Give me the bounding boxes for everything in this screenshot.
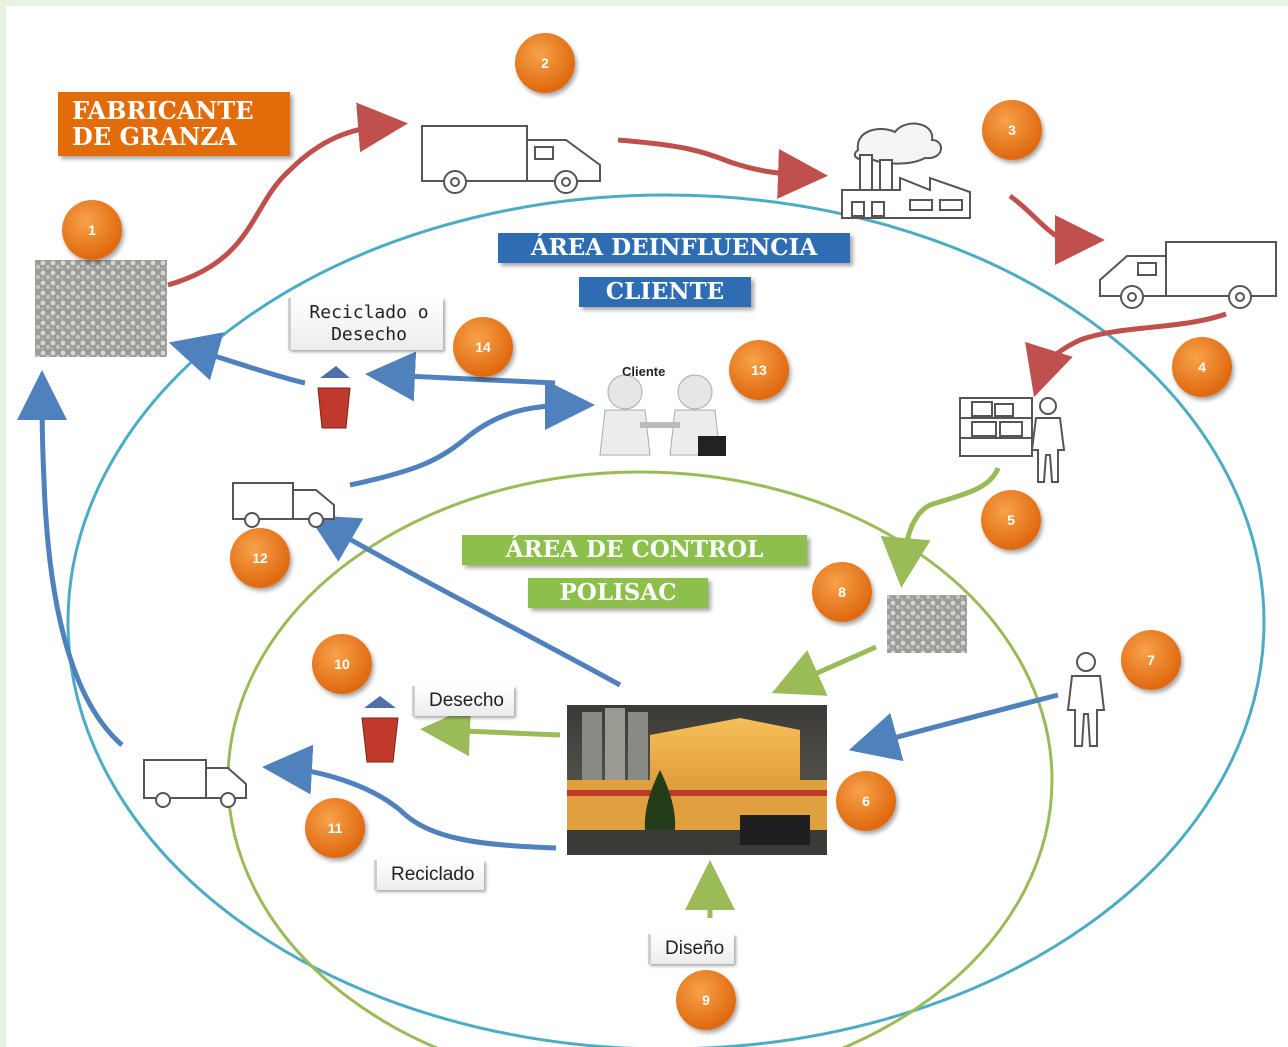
- step-badge-7: 7: [1121, 630, 1181, 690]
- fabricante-title-line2: DE GRANZA: [72, 122, 237, 151]
- control-title-line2: POLISAC: [528, 578, 708, 608]
- arrow-6-to-10: [420, 706, 561, 757]
- trash-bin-icon: [317, 366, 351, 429]
- arrow-6-to-12: [307, 514, 622, 688]
- reciclado-o-desecho-line2: Desecho: [331, 324, 407, 345]
- worker-icon: [1066, 652, 1106, 747]
- arrow-1-to-2: [167, 102, 408, 288]
- step-badge-2: 2: [515, 33, 575, 93]
- warehouse-worker-icon: [959, 397, 1066, 483]
- diseno-tag: Diseño: [648, 934, 735, 964]
- desecho-tag: Desecho: [412, 686, 514, 716]
- arrow-7-to-6: [848, 692, 1059, 762]
- cliente-title-line1: ÁREA DEINFLUENCIA: [498, 233, 850, 263]
- granules-icon: [35, 260, 167, 357]
- step-badge-8: 8: [812, 562, 872, 622]
- arrow-11-to-1: [17, 370, 124, 747]
- arrow-12-to-13: [349, 380, 595, 488]
- truck-icon: [232, 482, 335, 528]
- step-badge-1: 1: [62, 200, 122, 260]
- diagram-frame: [6, 6, 1288, 1047]
- step-badge-5: 5: [981, 490, 1041, 550]
- arrow-8-to-6: [771, 644, 878, 696]
- handshake-icon: [599, 374, 726, 456]
- step-badge-10: 10: [312, 634, 372, 694]
- step-badge-13: 13: [729, 340, 789, 400]
- arrow-13-to-14: [365, 351, 556, 402]
- truck-icon: [421, 125, 601, 194]
- arrow-14-to-1: [168, 332, 306, 386]
- fabricante-title: FABRICANTE DE GRANZA: [58, 92, 290, 156]
- control-title-line1: ÁREA DE CONTROL: [462, 535, 807, 565]
- step-badge-6: 6: [836, 771, 896, 831]
- factory-icon: [841, 122, 971, 219]
- truck-icon: [1099, 241, 1277, 309]
- arrow-5-to-8: [880, 466, 1001, 588]
- fabricante-title-line1: FABRICANTE: [72, 96, 254, 125]
- step-badge-3: 3: [982, 100, 1042, 160]
- reciclado-o-desecho-line1: Reciclado o: [309, 302, 429, 323]
- step-badge-12: 12: [230, 528, 290, 588]
- reciclado-o-desecho-tag: Reciclado o Desecho: [288, 298, 443, 350]
- client-area-circle: [66, 193, 1266, 1047]
- step-badge-4: 4: [1172, 337, 1232, 397]
- step-badge-9: 9: [676, 970, 736, 1030]
- truck-icon: [143, 759, 247, 808]
- reciclado-tag: Reciclado: [374, 860, 485, 890]
- cliente-caption: Cliente: [622, 364, 666, 379]
- step-badge-11: 11: [305, 798, 365, 858]
- cliente-title-line2: CLIENTE: [579, 277, 751, 307]
- arrow-3-to-4: [1008, 193, 1105, 265]
- plant-photo: [567, 705, 827, 855]
- arrow-6-to-11: [262, 744, 557, 851]
- granules-icon: [887, 595, 967, 653]
- trash-bin-icon: [361, 696, 399, 763]
- step-badge-14: 14: [453, 317, 513, 377]
- arrow-2-to-3: [617, 137, 828, 199]
- arrow-4-to-5: [1025, 311, 1227, 398]
